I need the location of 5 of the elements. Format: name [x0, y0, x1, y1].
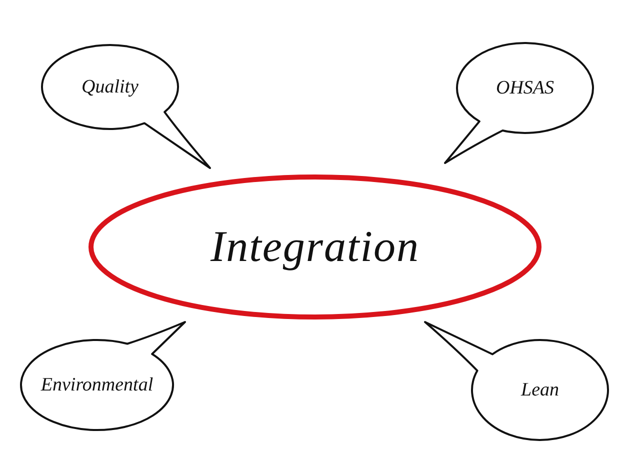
bubble-text: Environmental	[40, 376, 154, 394]
oval-text: Integration	[210, 225, 420, 269]
bubble-text: Lean	[521, 380, 559, 400]
bubble-text: OHSAS	[496, 78, 554, 98]
bubble-text: Quality	[82, 78, 138, 96]
